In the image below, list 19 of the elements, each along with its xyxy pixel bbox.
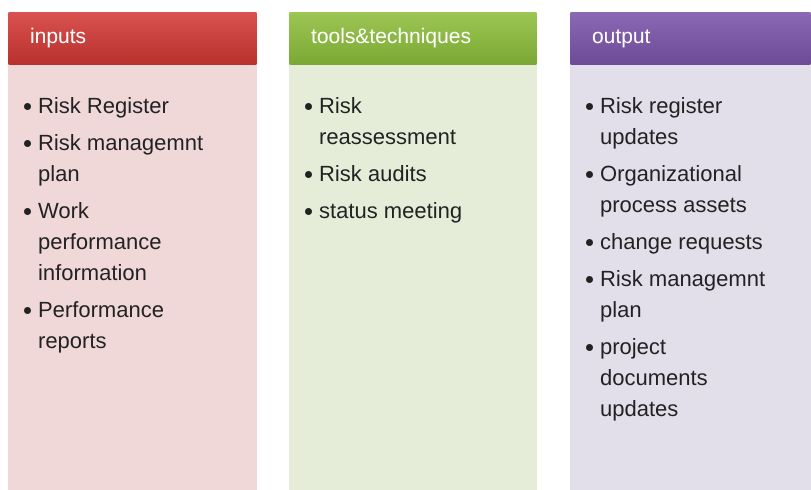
list-item: Risk Register — [38, 93, 169, 118]
column-panel — [570, 12, 811, 490]
column-header — [570, 12, 811, 65]
list-item: Risk audits — [319, 161, 427, 186]
column-header — [289, 12, 537, 65]
list-item: Risk managemnt plan — [38, 130, 204, 186]
list-item: Risk reassessment — [319, 93, 456, 149]
list-item: Risk register updates — [600, 93, 722, 149]
list-item: project documents updates — [600, 334, 708, 421]
list-item: change requests — [600, 229, 763, 254]
list-item: Performance reports — [38, 297, 164, 353]
header-title: inputs — [30, 25, 86, 49]
list-item: status meeting — [319, 198, 462, 223]
column-panel — [289, 12, 537, 490]
column-panel — [8, 12, 257, 490]
column-header — [8, 12, 257, 65]
list-item: Work performance information — [38, 198, 162, 285]
header-title: tools&techniques — [311, 25, 471, 49]
header-title: output — [592, 25, 650, 49]
